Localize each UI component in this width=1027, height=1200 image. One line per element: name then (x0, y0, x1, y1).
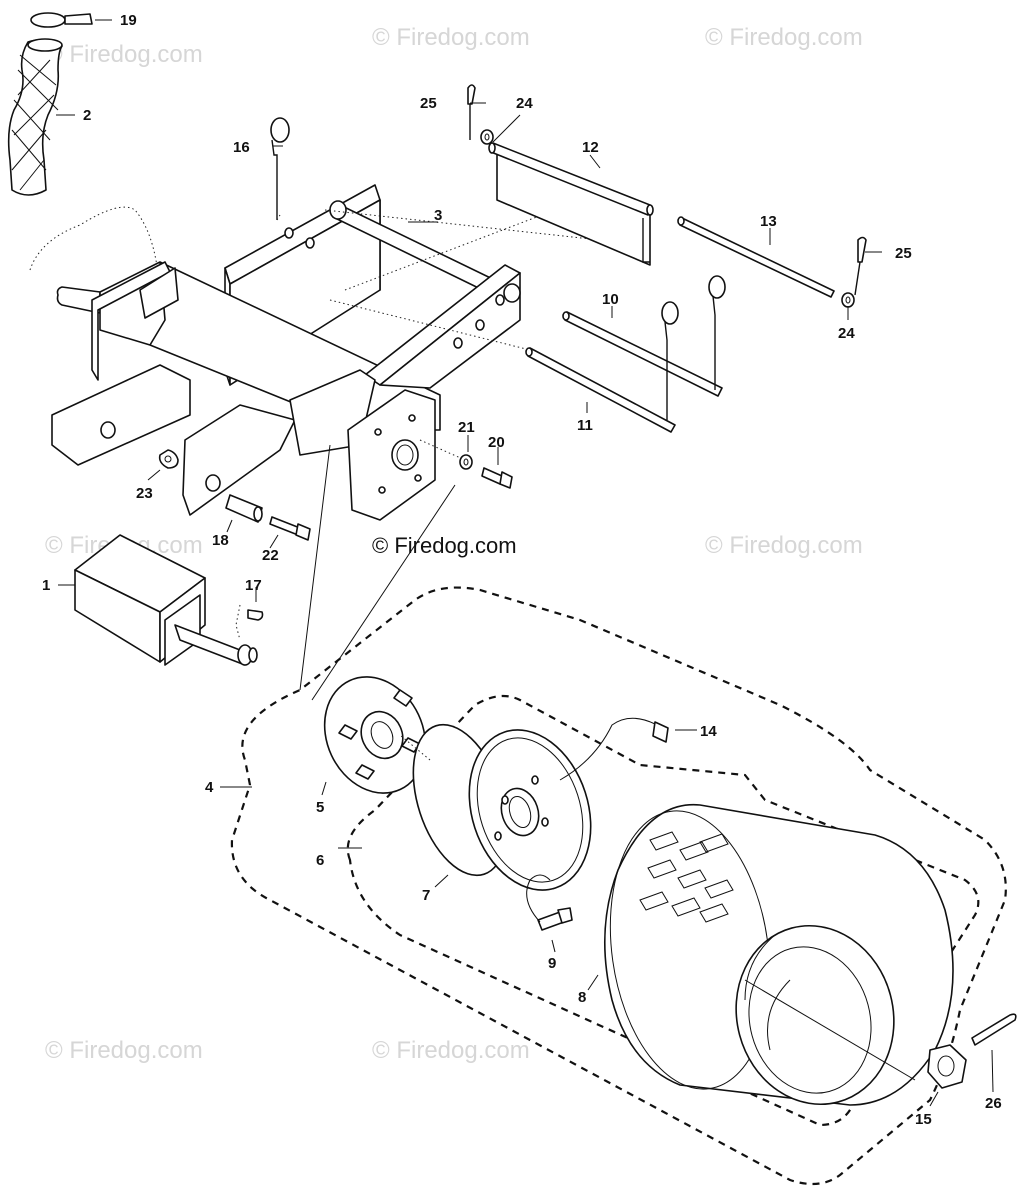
callout-labels: 19 2 16 3 25 24 12 13 25 24 10 11 21 20 … (42, 12, 1002, 1128)
watermark-text: © Firedog.com (705, 24, 863, 51)
washer-24-upper (480, 129, 494, 145)
callout-21: 21 (458, 419, 475, 436)
push-bar-part (488, 142, 654, 266)
callout-12: 12 (582, 139, 599, 156)
tire-part (603, 803, 954, 1106)
kit-outline-6 (346, 694, 980, 1127)
callout-5: 5 (316, 799, 324, 816)
washer-24-lower (841, 292, 855, 308)
callout-14: 14 (700, 723, 717, 740)
leader-lines (56, 19, 994, 1107)
lynch-pin-part (270, 117, 290, 221)
callout-6: 6 (316, 852, 324, 869)
callout-7: 7 (422, 887, 430, 904)
callout-8: 8 (578, 989, 586, 1006)
callout-10: 10 (602, 291, 619, 308)
rod-11-part (525, 347, 676, 433)
callout-1: 1 (42, 577, 50, 594)
rim-part (399, 723, 592, 891)
watermark-text: © Firedog.com (45, 1037, 203, 1064)
bolt-9-part (526, 874, 573, 931)
callout-24-right: 24 (838, 325, 855, 342)
cotter-pin-25-lower (857, 236, 867, 263)
watermark-text: © Firedog.com (45, 41, 203, 68)
rod-13-part (677, 216, 835, 298)
hose-clamp-part (30, 12, 93, 28)
callout-26: 26 (985, 1095, 1002, 1112)
gearbox-part (74, 534, 258, 666)
key-part (247, 609, 264, 621)
valve-stem-part (559, 717, 669, 781)
hose-part (7, 38, 63, 196)
callout-19: 19 (120, 12, 137, 29)
hose-routing-line (29, 206, 161, 311)
frame-part (51, 184, 601, 521)
watermark-text: © Firedog.com (705, 532, 863, 559)
watermark-text: © Firedog.com (372, 24, 530, 51)
callout-16: 16 (233, 139, 250, 156)
rod-10-part (562, 311, 723, 397)
lynch-pins-rods (661, 275, 726, 420)
watermark-text: © Firedog.com (372, 1037, 530, 1064)
callout-25-top: 25 (420, 95, 437, 112)
callout-13: 13 (760, 213, 777, 230)
callout-17: 17 (245, 577, 262, 594)
callout-23: 23 (136, 485, 153, 502)
callout-15: 15 (915, 1111, 932, 1128)
callout-2: 2 (83, 107, 91, 124)
assembly-guide-lines (299, 444, 456, 701)
callout-25-right: 25 (895, 245, 912, 262)
callout-20: 20 (488, 434, 505, 451)
callout-4: 4 (205, 779, 214, 796)
hardware-small-parts (158, 439, 513, 541)
callout-24-top: 24 (516, 95, 533, 112)
castle-nut-part (927, 1044, 967, 1089)
callout-22: 22 (262, 547, 279, 564)
hub-part (323, 676, 427, 794)
callout-3: 3 (434, 207, 442, 224)
cotter-pin-26-part (971, 1013, 1017, 1046)
cotter-pin-25-upper (467, 84, 476, 105)
callout-11: 11 (577, 417, 593, 434)
watermark-center: © Firedog.com (372, 533, 517, 558)
callout-18: 18 (212, 532, 229, 549)
callout-9: 9 (548, 955, 556, 972)
